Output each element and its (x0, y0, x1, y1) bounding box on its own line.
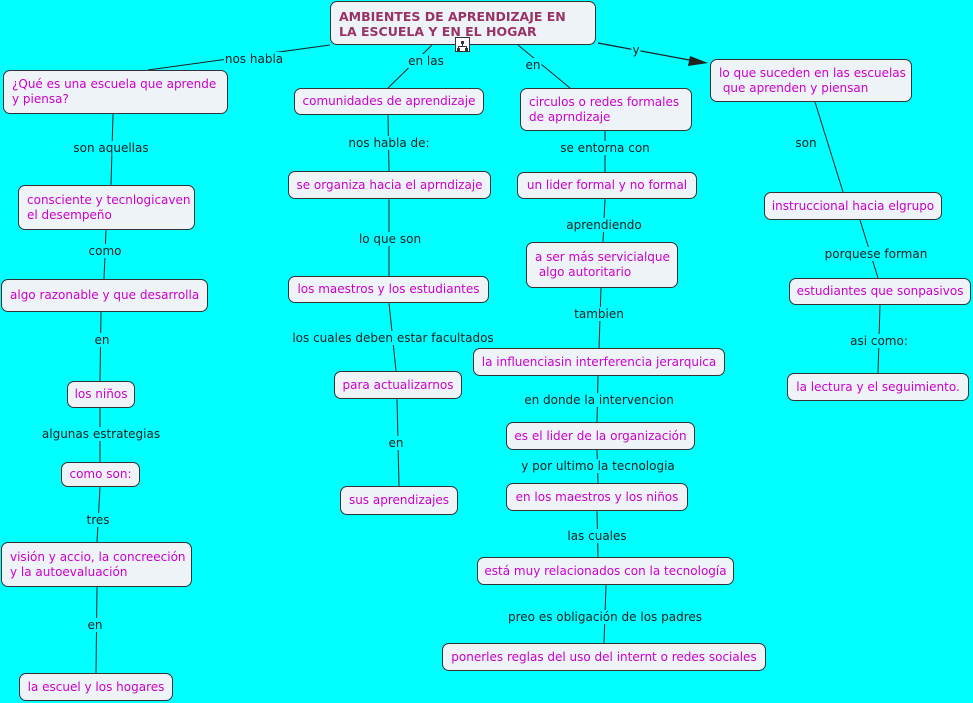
concept-node[interactable]: algo razonable y que desarrolla (1, 279, 208, 312)
concept-node[interactable]: ¿Qué es una escuela que aprende y piensa… (3, 70, 228, 114)
link-label: nos habla (223, 52, 285, 66)
concept-node[interactable]: se organiza hacia el aprndizaje (288, 171, 491, 199)
link-label: asi como: (849, 334, 909, 348)
concept-text: instruccional hacia elgrupo (771, 198, 935, 213)
concept-map-icon[interactable] (455, 37, 470, 52)
concept-text: los maestros y los estudiantes (297, 282, 480, 296)
concept-node[interactable]: para actualizarnos (334, 371, 462, 399)
concept-node[interactable]: consciente y tecnlogicaven el desempeño (18, 185, 195, 230)
concept-node[interactable]: es el lider de la organización (506, 422, 695, 450)
concept-node[interactable]: sus aprendizajes (340, 486, 458, 515)
link-label: y (631, 43, 641, 57)
concept-text: como son: (69, 467, 132, 481)
concept-node[interactable]: circulos o redes formales de aprndizaje (520, 88, 692, 131)
concept-node[interactable]: ponerles reglas del uso del internt o re… (442, 643, 766, 671)
concept-node[interactable]: está muy relacionados con la tecnología (477, 557, 734, 585)
link-label: tres (85, 513, 111, 527)
concept-node[interactable]: estudiantes que sonpasivos (789, 278, 971, 305)
link-label: los cuales deben estar facultados (291, 331, 495, 345)
concept-node[interactable]: en los maestros y los niños (506, 483, 688, 511)
link-label: aprendiendo (565, 218, 643, 232)
link-label: en las (407, 54, 445, 68)
link-label: en (93, 333, 111, 347)
root-title: AMBIENTES DE APRENDIZAJE EN LA ESCUELA Y… (339, 9, 566, 39)
concept-text: ¿Qué es una escuela que aprende y piensa… (12, 77, 217, 106)
link-label: tambien (573, 307, 625, 321)
concept-text: es el lider de la organización (514, 428, 687, 443)
concept-text: visión y accio, la concreeción y la auto… (10, 549, 186, 579)
concept-node[interactable]: a ser más servicialque algo autoritario (526, 242, 678, 288)
concept-node[interactable]: la escuel y los hogares (19, 673, 173, 701)
concept-text: los niños (74, 387, 128, 401)
concept-node[interactable]: comunidades de aprendizaje (294, 88, 484, 115)
concept-text: un lider formal y no formal (526, 178, 688, 192)
concept-node[interactable]: los maestros y los estudiantes (288, 276, 489, 303)
link-label: algunas estrategias (40, 427, 162, 441)
concept-text: la escuel y los hogares (27, 679, 165, 694)
link-label: las cuales (566, 529, 628, 543)
link-label: en (387, 436, 405, 450)
concept-node[interactable]: un lider formal y no formal (517, 172, 697, 199)
concept-text: circulos o redes formales de aprndizaje (529, 94, 680, 124)
link-label: en donde la intervencion (523, 393, 675, 407)
concept-node[interactable]: los niños (67, 381, 135, 408)
concept-node[interactable]: visión y accio, la concreeción y la auto… (1, 542, 192, 587)
concept-text: algo razonable y que desarrolla (10, 288, 200, 302)
concept-text: lo que suceden en las escuelas que apren… (719, 65, 906, 95)
concept-text: se organiza hacia el aprndizaje (296, 177, 483, 192)
concept-node[interactable]: lo que suceden en las escuelas que apren… (710, 59, 912, 102)
concept-text: para actualizarnos (342, 377, 454, 392)
link-label: preo es obligación de los padres (506, 610, 704, 624)
concept-node[interactable]: la influenciasin interferencia jerarquic… (473, 348, 725, 376)
link-label: se entorna con (559, 141, 651, 155)
link-label: en (86, 618, 104, 632)
concept-node[interactable]: la lectura y el seguimiento. (787, 373, 969, 401)
concept-text: la influenciasin interferencia jerarquic… (481, 354, 717, 369)
concept-text: comunidades de aprendizaje (302, 94, 476, 108)
concept-text: está muy relacionados con la tecnología (484, 563, 727, 578)
link-label: nos habla de: (347, 136, 431, 150)
concept-text: la lectura y el seguimiento. (796, 379, 960, 394)
concept-text: a ser más servicialque algo autoritario (535, 250, 670, 279)
concept-text: ponerles reglas del uso del internt o re… (451, 649, 757, 664)
concept-text: sus aprendizajes (348, 493, 450, 507)
concept-text: estudiantes que sonpasivos (796, 284, 964, 298)
link-label: son aquellas (72, 141, 150, 155)
link-label: son (794, 136, 818, 150)
concept-node[interactable]: instruccional hacia elgrupo (764, 192, 942, 220)
concept-text: consciente y tecnlogicaven el desempeño (27, 192, 191, 222)
concept-node[interactable]: como son: (61, 462, 140, 487)
link-label: como (87, 244, 123, 258)
link-label: y por ultimo la tecnologia (520, 459, 676, 473)
link-label: lo que son (357, 232, 423, 246)
link-label: en (524, 58, 542, 72)
link-label: porquese forman (823, 247, 929, 261)
arrowhead-icon (688, 56, 708, 66)
concept-text: en los maestros y los niños (515, 489, 679, 504)
